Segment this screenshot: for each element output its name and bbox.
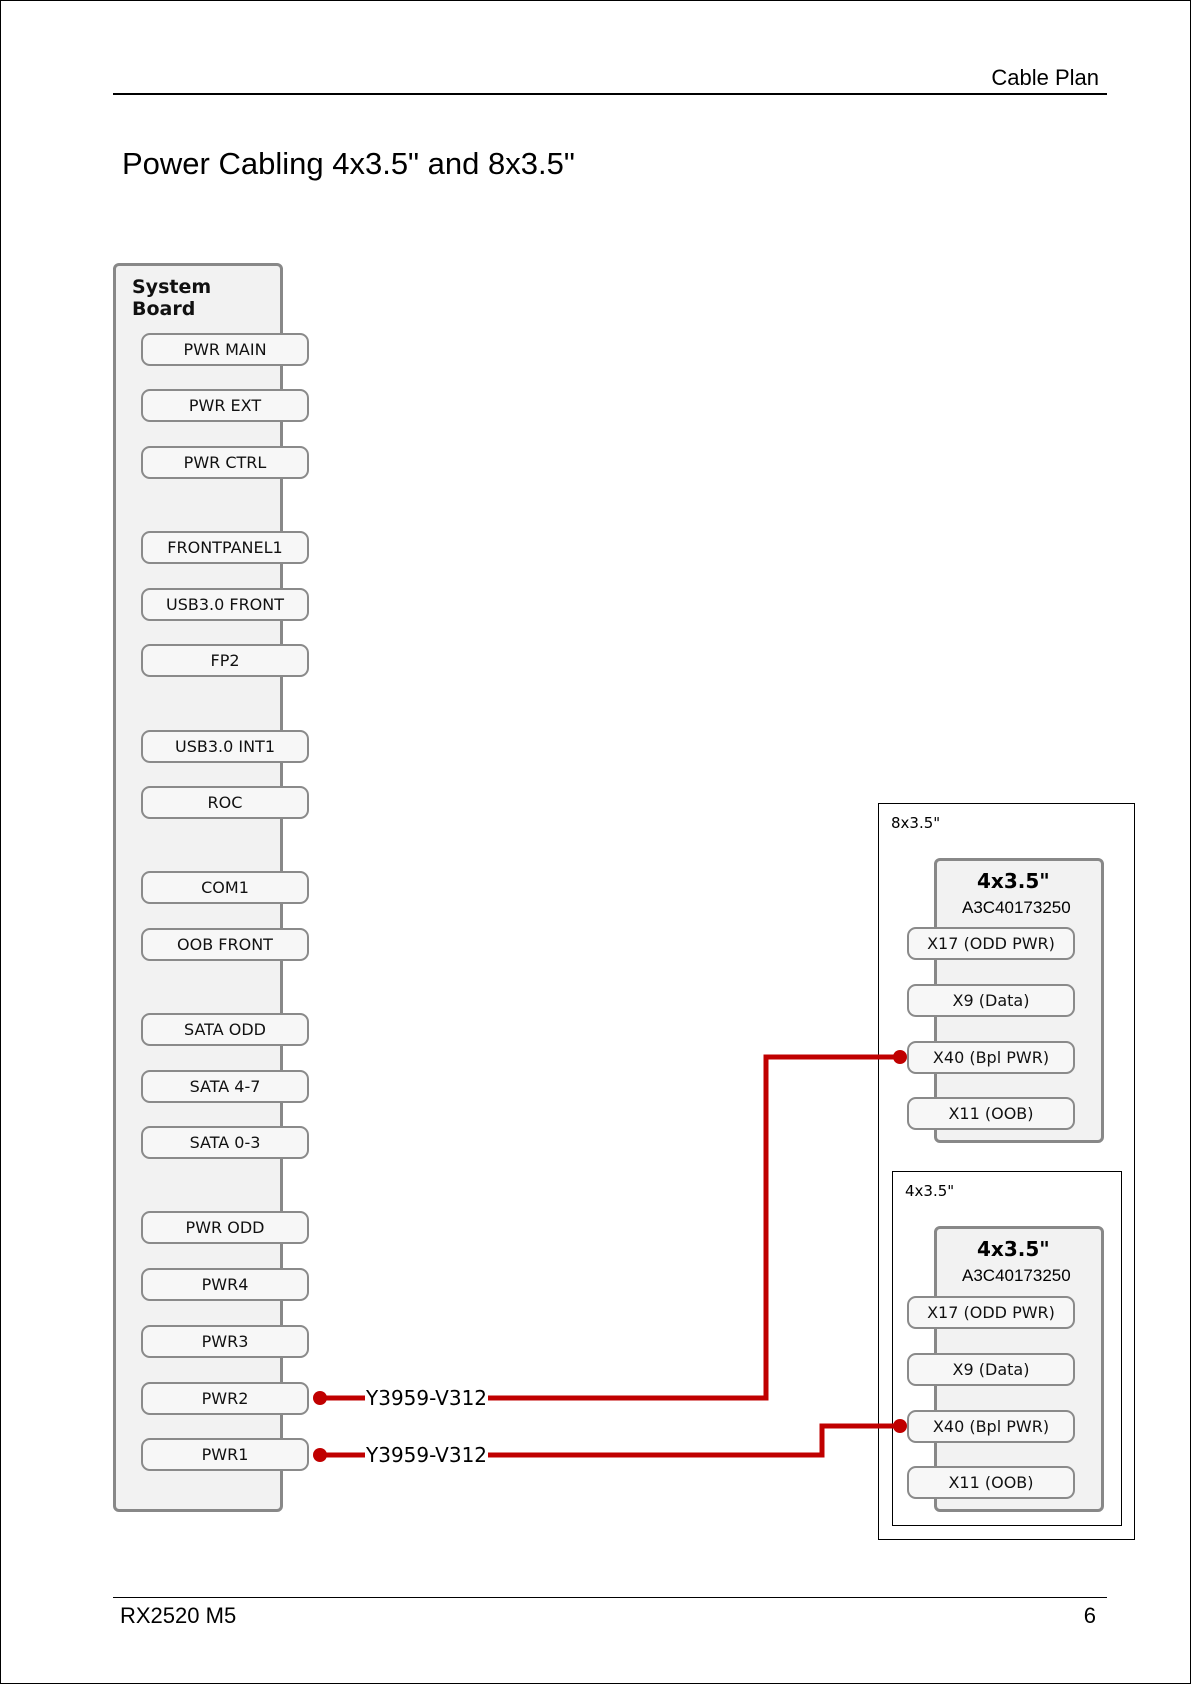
sb-connector-pwr-main: PWR MAIN [141, 333, 309, 366]
system-board-title: System Board [132, 276, 212, 320]
cable-label-pwr1: Y3959-V312 [365, 1443, 489, 1467]
sb-connector-sata-4-7: SATA 4-7 [141, 1070, 309, 1103]
bp1-connector-x9: X9 (Data) [907, 984, 1075, 1017]
backplane-1-title: 4x3.5" [977, 869, 1050, 893]
sb-connector-pwr2: PWR2 [141, 1382, 309, 1415]
footer-page-number: 6 [1083, 1603, 1096, 1628]
sb-connector-usb3-int1: USB3.0 INT1 [141, 730, 309, 763]
sb-connector-sata-0-3: SATA 0-3 [141, 1126, 309, 1159]
bp2-connector-x17: X17 (ODD PWR) [907, 1296, 1075, 1329]
sb-connector-pwr-odd: PWR ODD [141, 1211, 309, 1244]
bp2-connector-x9: X9 (Data) [907, 1353, 1075, 1386]
cable-pwr1-end-dot [893, 1419, 907, 1433]
footer-model: RX2520 M5 [120, 1603, 237, 1628]
page-title: Power Cabling 4x3.5" and 8x3.5" [122, 146, 575, 181]
sb-connector-com1: COM1 [141, 871, 309, 904]
cable-pwr2-start-dot [313, 1391, 327, 1405]
sb-connector-pwr1: PWR1 [141, 1438, 309, 1471]
sb-connector-fp2: FP2 [141, 644, 309, 677]
sb-connector-pwr4: PWR4 [141, 1268, 309, 1301]
footer-rule [113, 1597, 1107, 1598]
bp1-connector-x11: X11 (OOB) [907, 1097, 1075, 1130]
cable-label-pwr2: Y3959-V312 [365, 1386, 489, 1410]
bp2-connector-x11: X11 (OOB) [907, 1466, 1075, 1499]
cable-pwr1-to-bp2-x40 [320, 1423, 900, 1458]
backplane-2-title: 4x3.5" [977, 1237, 1050, 1261]
backplane-2-part-number: A3C40173250 [962, 1266, 1071, 1285]
backplane-1-part-number: A3C40173250 [962, 898, 1071, 917]
cable-pwr2-end-dot [893, 1050, 907, 1064]
frame-4x3-5-label: 4x3.5" [905, 1182, 955, 1200]
frame-8x3-5-label: 8x3.5" [891, 814, 941, 832]
header-rule [113, 93, 1107, 95]
header-section: Cable Plan [991, 65, 1099, 90]
sb-connector-frontpanel1: FRONTPANEL1 [141, 531, 309, 564]
bp1-connector-x17: X17 (ODD PWR) [907, 927, 1075, 960]
sb-connector-roc: ROC [141, 786, 309, 819]
sb-connector-sata-odd: SATA ODD [141, 1013, 309, 1046]
bp1-connector-x40: X40 (Bpl PWR) [907, 1041, 1075, 1074]
bp2-connector-x40: X40 (Bpl PWR) [907, 1410, 1075, 1443]
sb-connector-usb3-front: USB3.0 FRONT [141, 588, 309, 621]
sb-connector-oob-front: OOB FRONT [141, 928, 309, 961]
sb-connector-pwr-ext: PWR EXT [141, 389, 309, 422]
cable-pwr1-start-dot [313, 1448, 327, 1462]
cable-pwr2-to-bp1-x40 [320, 1054, 900, 1401]
sb-connector-pwr3: PWR3 [141, 1325, 309, 1358]
sb-connector-pwr-ctrl: PWR CTRL [141, 446, 309, 479]
